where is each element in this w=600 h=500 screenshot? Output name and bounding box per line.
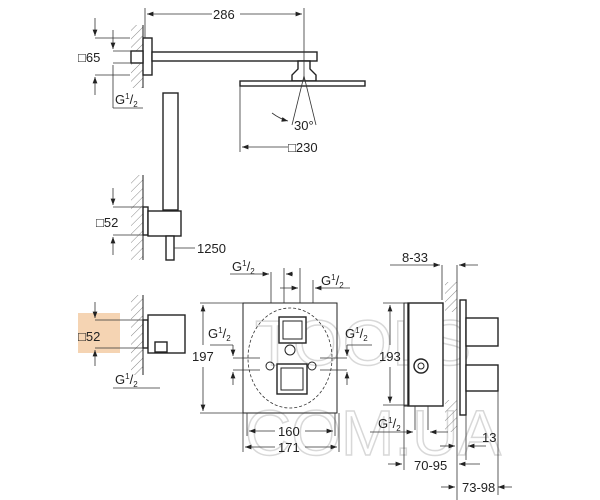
thermostat-front-view: G1/2 G1/2 G1/2 G1/2 197 160 171: [192, 259, 372, 455]
thread-den: 2: [339, 281, 344, 290]
svg-text:□230: □230: [288, 140, 318, 155]
dim-outer-width: 171: [278, 440, 300, 455]
dim-depth-1: 70-95: [414, 458, 447, 473]
svg-text:G1/2: G1/2: [232, 259, 255, 276]
thread-num: 1: [331, 273, 336, 282]
thread-label: G: [378, 416, 388, 431]
dim-wall-range: 8-33: [402, 250, 428, 265]
thread-den: 2: [226, 334, 231, 343]
thread-right: G: [345, 326, 355, 341]
shower-arm: [151, 51, 318, 62]
svg-text:G1/2: G1/2: [115, 372, 138, 389]
thread-top-right: G: [321, 273, 331, 288]
thread-den: 2: [250, 267, 255, 276]
spindle-top: [465, 317, 499, 347]
hand-shower: □52 1250: [96, 92, 226, 261]
thread-left: G: [208, 326, 218, 341]
thread-num: 1: [388, 416, 393, 425]
watermark-line2: COM.UA: [245, 397, 501, 469]
dim-inner-width: 160: [278, 424, 300, 439]
svg-text:G1/2: G1/2: [208, 326, 231, 343]
thread-den: 2: [396, 424, 401, 433]
thread-num: 1: [242, 259, 247, 268]
cover-plate: [459, 299, 467, 416]
hand-shower-body: [162, 92, 179, 211]
overhead-shower: 286 30° □230 □65 G1/2: [78, 7, 366, 155]
svg-text:G1/2: G1/2: [321, 273, 344, 290]
thread-num: 1: [355, 326, 360, 335]
square-symbol: □: [288, 140, 296, 155]
thermostat-side-view: 8-33 193 G1/2 13 70-95 73-98: [370, 250, 512, 500]
dim-head-size: 230: [296, 140, 318, 155]
thread-num: 1: [218, 326, 223, 335]
hose: [165, 235, 175, 261]
dim-depth-2: 73-98: [462, 480, 495, 495]
thread-num: 1: [125, 372, 130, 381]
thermostat-bottom-square: [276, 363, 308, 395]
arm-flange: [142, 37, 153, 76]
thread-den: 2: [133, 100, 138, 109]
valve-body: [407, 302, 444, 407]
wall-outlet-elbow: [147, 314, 186, 354]
square-symbol: □: [78, 329, 86, 344]
svg-text:G1/2: G1/2: [115, 92, 138, 109]
shower-holder: [147, 210, 182, 237]
square-symbol: □: [96, 215, 104, 230]
dim-flange-size: 65: [86, 50, 100, 65]
dim-arm-length: 286: [213, 7, 235, 22]
dim-outlet-size: 52: [86, 329, 100, 344]
dim-holder-size: 52: [104, 215, 118, 230]
wall-outlet: □52 G1/2: [78, 295, 186, 389]
thread-den: 2: [363, 334, 368, 343]
dim-side-height: 193: [379, 349, 401, 364]
svg-text:□52: □52: [78, 329, 100, 344]
svg-text:G1/2: G1/2: [345, 326, 368, 343]
svg-text:□65: □65: [78, 50, 100, 65]
svg-text:□52: □52: [96, 215, 118, 230]
square-symbol: □: [78, 50, 86, 65]
dim-front-height: 197: [192, 349, 214, 364]
dim-hose-length: 1250: [197, 241, 226, 256]
thread-top-left: G: [232, 259, 242, 274]
spindle-bottom: [465, 364, 499, 392]
thread-den: 2: [133, 380, 138, 389]
thread-label: G: [115, 92, 125, 107]
dim-spray-angle: 30°: [294, 118, 314, 133]
svg-text:G1/2: G1/2: [378, 416, 401, 433]
dim-plate: 13: [482, 430, 496, 445]
thread-label: G: [115, 372, 125, 387]
thread-num: 1: [125, 92, 130, 101]
